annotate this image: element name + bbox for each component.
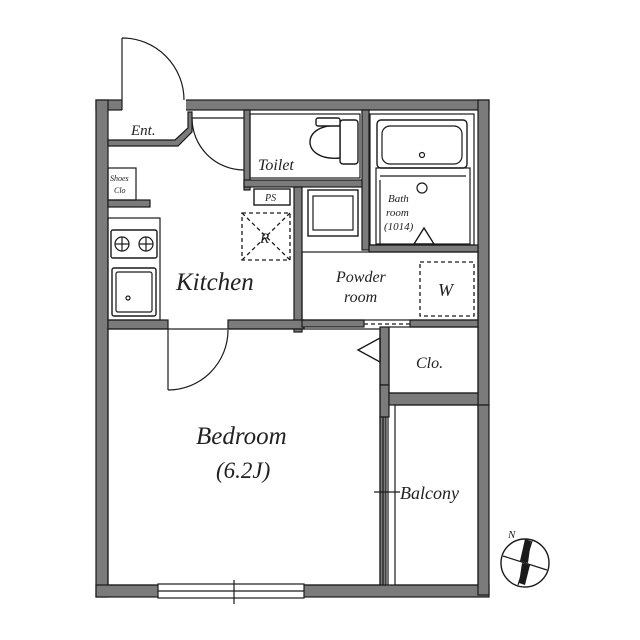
pipe-space xyxy=(253,188,291,206)
powder-label-2: room xyxy=(344,289,377,306)
washer-space xyxy=(419,261,475,317)
bedroom-window xyxy=(157,580,305,604)
entrance-label: Ent. xyxy=(130,123,156,139)
washbasin xyxy=(307,189,359,237)
entrance-door[interactable] xyxy=(121,37,185,110)
powder-room xyxy=(301,251,479,321)
bath-label-2: room xyxy=(386,207,409,219)
sink xyxy=(111,267,157,317)
bath-label-3: (1014) xyxy=(384,221,414,233)
compass-icon xyxy=(500,538,550,588)
compass-north-label: N xyxy=(507,529,516,541)
interior-walls xyxy=(107,109,479,586)
balcony-sliding-door[interactable] xyxy=(374,417,400,585)
powder-label-1: Powder xyxy=(335,269,387,286)
entrance-door-gap xyxy=(122,99,186,111)
shoes-closet xyxy=(107,167,137,201)
shoes-closet-label-2: Clo xyxy=(114,186,126,195)
bath-label-1: Bath xyxy=(388,193,409,205)
shoes-closet-label-1: Shoes xyxy=(110,174,129,183)
kitchen-counter xyxy=(107,217,161,321)
refrigerator-space xyxy=(241,212,291,261)
balcony xyxy=(394,404,479,586)
closet-label: Clo. xyxy=(416,355,443,372)
bedroom-label: Bedroom xyxy=(196,423,287,450)
balcony-label: Balcony xyxy=(400,483,459,503)
refrigerator-label: R xyxy=(259,231,269,247)
closet xyxy=(388,326,479,394)
washer-label: W xyxy=(438,280,455,300)
bedroom-size-label: (6.2J) xyxy=(216,458,270,483)
outer-walls xyxy=(95,99,490,598)
closet-door-icon xyxy=(356,336,381,364)
pipe-space-label: PS xyxy=(264,193,276,204)
bedroom xyxy=(107,328,381,586)
toilet-room xyxy=(249,113,361,179)
kitchen-label: Kitchen xyxy=(175,269,254,296)
toilet-fixture xyxy=(309,117,359,165)
toilet-door[interactable] xyxy=(191,117,245,171)
toilet-label: Toilet xyxy=(258,157,294,174)
bedroom-door[interactable] xyxy=(167,329,229,391)
bathroom xyxy=(369,113,475,246)
stove-burner-icon xyxy=(114,236,154,252)
